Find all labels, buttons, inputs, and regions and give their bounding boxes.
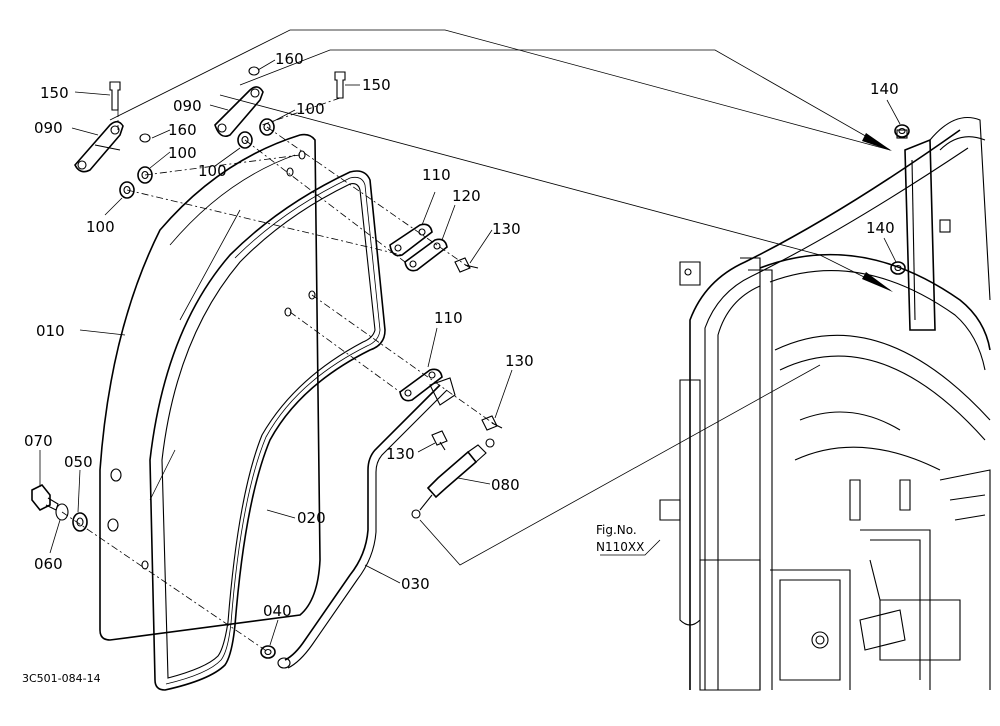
label-100-b: 100: [198, 162, 227, 180]
label-030: 030: [401, 575, 430, 593]
pin-left: [109, 81, 121, 111]
label-010: 010: [36, 322, 65, 340]
label-150-right: 150: [362, 76, 391, 94]
label-060: 060: [34, 555, 63, 573]
pin-right: [334, 71, 346, 99]
label-070: 070: [24, 432, 53, 450]
bolt-070: [31, 483, 59, 512]
door-glass: [99, 133, 321, 641]
label-040: 040: [263, 602, 292, 620]
label-140-lower: 140: [866, 219, 895, 237]
door-seal: [149, 170, 386, 691]
label-110-upper: 110: [422, 166, 451, 184]
label-160-left: 160: [168, 121, 197, 139]
label-100-a: 100: [168, 144, 197, 162]
label-090-left: 090: [34, 119, 63, 137]
door-handle-rod: [277, 377, 456, 669]
label-140-upper: 140: [870, 80, 899, 98]
gas-strut: [411, 438, 495, 519]
label-120: 120: [452, 187, 481, 205]
label-130-right: 130: [505, 352, 534, 370]
label-050: 050: [64, 453, 93, 471]
cab-frame: [659, 116, 991, 691]
washers: [55, 66, 910, 659]
label-130-upper: 130: [492, 220, 521, 238]
label-150-left: 150: [40, 84, 69, 102]
hinge-upper-left: [74, 120, 124, 173]
label-080: 080: [491, 476, 520, 494]
label-090-right: 090: [173, 97, 202, 115]
label-130-lower: 130: [386, 445, 415, 463]
part-labels: 150 090 160 100 100 100 160 090 150 100 …: [24, 50, 899, 620]
hinge-upper-right: [214, 86, 264, 138]
label-100-d: 100: [296, 100, 325, 118]
assembly-lines: [61, 97, 498, 653]
label-100-c: 100: [86, 218, 115, 236]
plates: [389, 223, 503, 451]
drawing-code: 3C501-084-14: [22, 672, 101, 685]
label-020: 020: [297, 509, 326, 527]
leader-lines: [39, 59, 901, 646]
figure-ref-line2: N110XX: [596, 540, 644, 554]
label-160-right: 160: [275, 50, 304, 68]
figure-reference: Fig.No. N110XX: [596, 523, 644, 554]
figure-ref-line1: Fig.No.: [596, 523, 637, 537]
label-110-lower: 110: [434, 309, 463, 327]
